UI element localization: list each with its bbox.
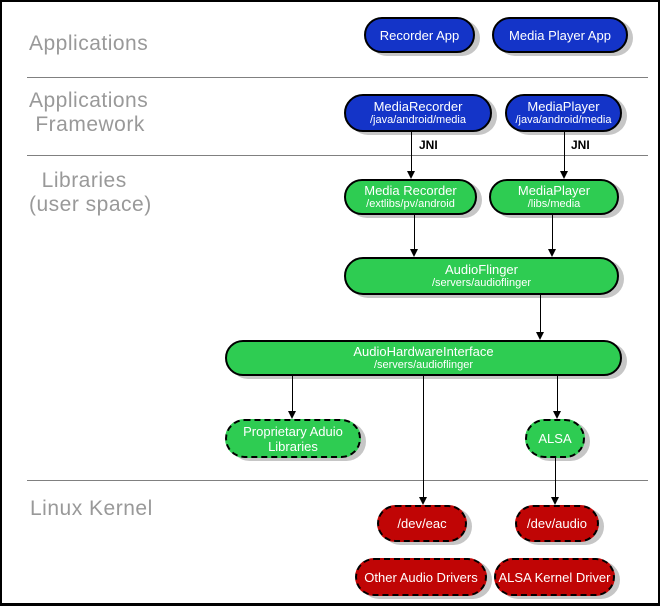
- connector-ahi-to-dev-eac: [423, 376, 424, 497]
- node-recorder-app: Recorder App: [364, 17, 475, 53]
- arrowhead-jni-left: [407, 171, 415, 179]
- node-label: Media Player App: [509, 27, 611, 43]
- node-label: MediaPlayer: [517, 183, 591, 198]
- section-label-libraries-user-space: Libraries (user space): [29, 169, 152, 216]
- arrowhead-ahi-to-alsa: [553, 411, 561, 419]
- connector-player-to-audioflinger: [552, 215, 553, 249]
- node-media-recorder-lib: Media Recorder /extlibs/pv/android: [344, 179, 477, 215]
- node-label: AudioFlinger: [445, 262, 518, 277]
- node-label-line2: Libraries: [268, 438, 318, 454]
- connector-recorder-to-audioflinger: [414, 215, 415, 249]
- separator-framework: [27, 155, 648, 156]
- node-dev-eac: /dev/eac: [377, 505, 467, 542]
- connector-jni-right: [564, 132, 565, 172]
- node-label: Other Audio Drivers: [364, 569, 478, 585]
- node-other-audio-drivers: Other Audio Drivers: [355, 558, 487, 596]
- node-label: MediaPlayer: [527, 99, 600, 114]
- node-label: ALSA: [538, 431, 572, 446]
- node-label: /dev/eac: [397, 516, 447, 531]
- node-media-player-app: Media Player App: [492, 17, 628, 53]
- node-path: /java/android/media: [515, 114, 612, 126]
- separator-kernel: [27, 480, 648, 481]
- node-label: Proprietary Aduio: [243, 423, 343, 439]
- node-label: Recorder App: [379, 27, 460, 43]
- section-label-applications-framework: Applications Framework: [29, 89, 149, 136]
- separator-applications: [27, 77, 648, 78]
- node-audioflinger: AudioFlinger /servers/audioflinger: [344, 257, 619, 295]
- node-audio-hardware-interface: AudioHardwareInterface /servers/audiofli…: [225, 340, 622, 376]
- arrowhead-ahi-to-proprietary: [288, 411, 296, 419]
- connector-ahi-to-alsa: [557, 376, 558, 411]
- node-path: /servers/audioflinger: [431, 277, 532, 289]
- node-alsa: ALSA: [525, 419, 585, 458]
- node-path: /java/android/media: [369, 114, 466, 126]
- node-label: ALSA Kernel Driver: [498, 569, 611, 585]
- arrowhead-player-to-audioflinger: [548, 249, 556, 257]
- jni-label-left: JNI: [419, 138, 438, 152]
- node-mediaplayer-framework: MediaPlayer /java/android/media: [505, 94, 622, 132]
- node-alsa-kernel-driver: ALSA Kernel Driver: [494, 558, 615, 596]
- node-mediarecorder-framework: MediaRecorder /java/android/media: [344, 94, 492, 132]
- section-label-linux-kernel: Linux Kernel: [30, 497, 153, 520]
- node-label: /dev/audio: [527, 516, 587, 531]
- arrowhead-audioflinger-to-ahi: [536, 332, 544, 340]
- connector-jni-left: [411, 132, 412, 172]
- arrowhead-jni-right: [560, 171, 568, 179]
- node-label: Media Recorder: [364, 183, 457, 198]
- node-label: AudioHardwareInterface: [353, 344, 494, 359]
- connector-alsa-to-dev-audio: [555, 458, 556, 497]
- node-dev-audio: /dev/audio: [515, 505, 599, 542]
- jni-label-right: JNI: [571, 138, 590, 152]
- node-proprietary-audio-libraries: Proprietary Aduio Libraries: [225, 419, 361, 458]
- arrowhead-ahi-to-dev-eac: [419, 497, 427, 505]
- connector-audioflinger-to-ahi: [540, 295, 541, 332]
- arrowhead-recorder-to-audioflinger: [410, 249, 418, 257]
- arrowhead-alsa-to-dev-audio: [551, 497, 559, 505]
- node-path: /extlibs/pv/android: [366, 198, 455, 210]
- section-label-applications: Applications: [29, 32, 149, 55]
- node-label: MediaRecorder: [373, 99, 463, 114]
- node-mediaplayer-lib: MediaPlayer /libs/media: [489, 179, 619, 215]
- connector-ahi-to-proprietary: [292, 376, 293, 411]
- node-path: /libs/media: [527, 198, 581, 210]
- node-path: /servers/audioflinger: [373, 359, 474, 371]
